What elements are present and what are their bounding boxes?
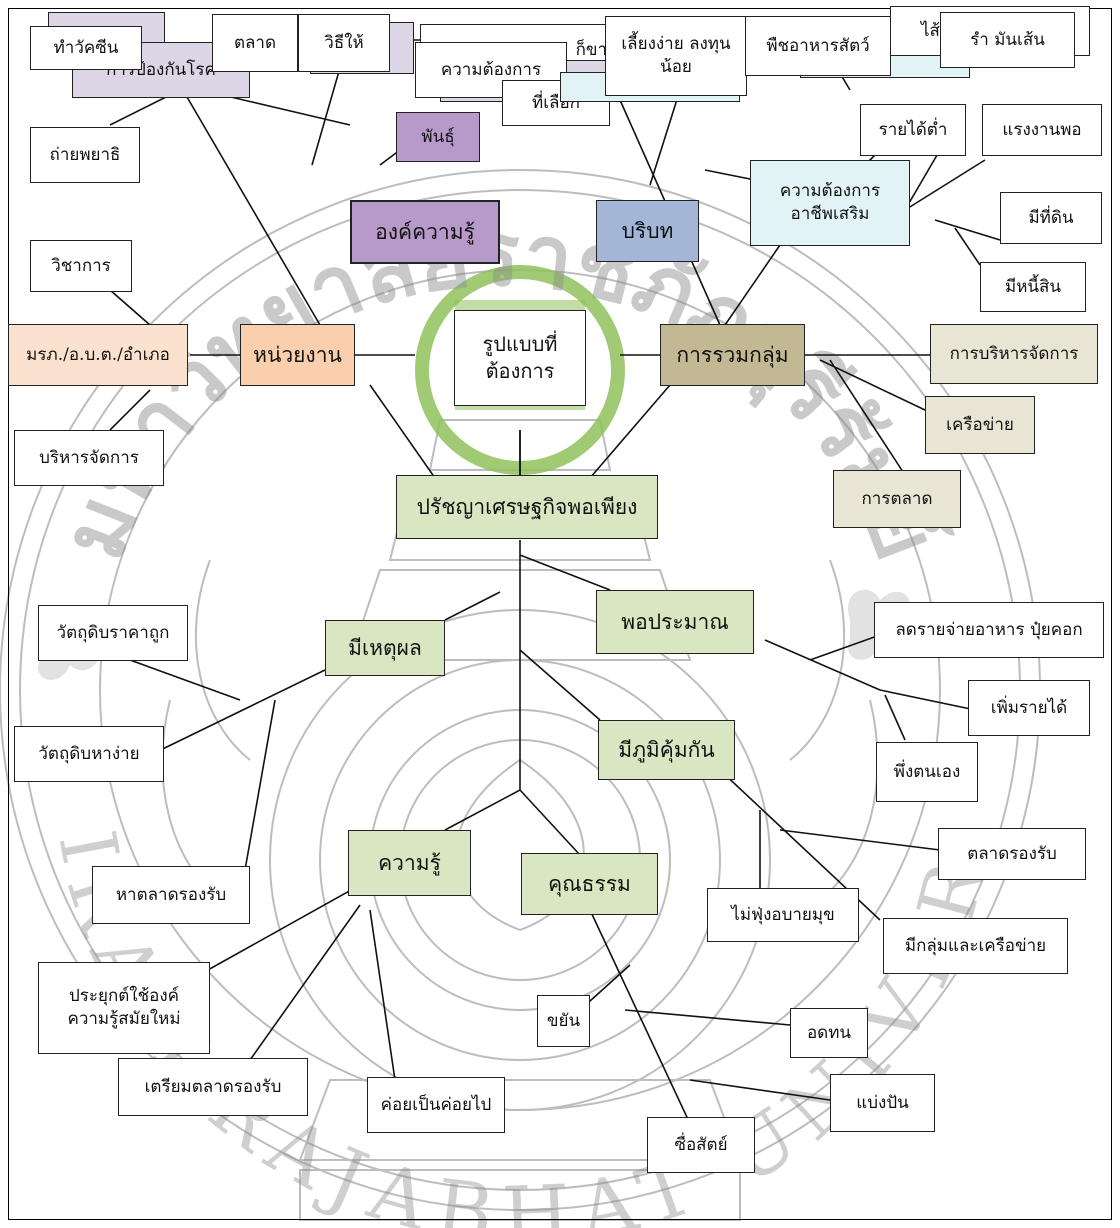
node-deworm: ถ่ายพยาธิ	[30, 127, 140, 183]
node-vaccinate: ทำวัคซีน	[30, 26, 142, 70]
node-grouping: การรวมกลุ่ม	[660, 324, 805, 386]
node-context: บริบท	[596, 200, 699, 262]
node-knowledge-body: องค์ความรู้	[350, 200, 500, 264]
node-reasonable: มีเหตุผล	[325, 620, 445, 676]
node-org-names: มรภ./อ.บ.ต./อำเภอ	[8, 324, 188, 386]
node-morality: คุณธรรม	[521, 853, 658, 915]
node-philosophy: ปรัชญาเศรษฐกิจพอเพียง	[396, 475, 658, 539]
node-honest: ซื่อสัตย์	[647, 1117, 755, 1173]
node-moderation: พอประมาณ	[596, 590, 754, 654]
node-admin-left: บริหารจัดการ	[14, 430, 164, 486]
node-need-job: ความต้องการ อาชีพเสริม	[750, 160, 910, 246]
node-management: การบริหารจัดการ	[930, 324, 1098, 384]
node-easy-material: วัตถุดิบหาง่าย	[14, 726, 164, 782]
diagram-frame	[8, 8, 1112, 1220]
node-cassava: รำ มันเส้น	[940, 12, 1075, 68]
node-no-luxury: ไม่ฟุ่งอบายมุข	[707, 888, 859, 942]
node-agency: หน่วยงาน	[240, 324, 355, 386]
node-patience: อดทน	[790, 1008, 868, 1058]
node-share: แบ่งปัน	[830, 1074, 935, 1132]
node-apply-knowledge: ประยุกต์ใช้องค์ ความรู้สมัยใหม่	[38, 962, 210, 1054]
node-market-support: ตลาดรองรับ	[938, 828, 1086, 880]
node-marketing: การตลาด	[833, 470, 961, 528]
node-market-top: ตลาด	[212, 14, 298, 72]
node-center: รูปแบบที่ ต้องการ	[454, 310, 586, 406]
node-knowledge: ความรู้	[348, 830, 471, 896]
node-have-debt: มีหนี้สิน	[980, 262, 1086, 312]
node-self-reliance: พึ่งตนเอง	[876, 742, 978, 802]
node-reduce-cost: ลดรายจ่ายอาหาร ปุ๋ยคอก	[874, 602, 1104, 658]
node-group-network: มีกลุ่มและเครือข่าย	[883, 918, 1068, 974]
node-breed: พันธุ์	[396, 112, 480, 162]
node-immunity: มีภูมิคุ้มกัน	[598, 720, 735, 780]
node-animal-feed: พืชอาหารสัตว์	[745, 16, 891, 76]
node-cheap-material: วัตถุดิบราคาถูก	[38, 605, 188, 661]
node-increase-income: เพิ่มรายได้	[968, 680, 1090, 736]
node-diligent: ขยัน	[537, 995, 590, 1047]
node-feeding-method: วิธีให้	[298, 14, 390, 72]
node-enough-labor: แรงงานพอ	[982, 104, 1102, 156]
node-step-by-step: ค่อยเป็นค่อยไป	[367, 1077, 505, 1133]
node-network: เครือข่าย	[925, 396, 1035, 454]
node-easy-raise: เลี้ยงง่าย ลงทุนน้อย	[605, 16, 747, 96]
node-have-land: มีที่ดิน	[1000, 192, 1102, 244]
node-find-market: หาตลาดรองรับ	[92, 866, 250, 924]
node-low-income: รายได้ต่ำ	[860, 104, 966, 156]
node-academic: วิชาการ	[30, 240, 132, 292]
node-prepare-market: เตรียมตลาดรองรับ	[118, 1058, 308, 1116]
